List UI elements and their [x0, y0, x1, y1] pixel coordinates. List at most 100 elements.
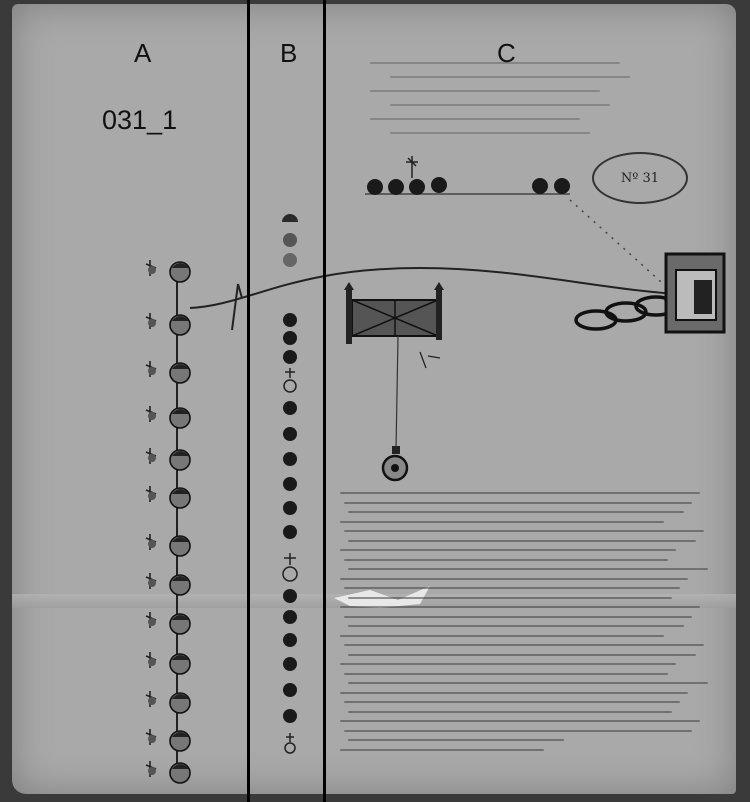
script-line [340, 606, 700, 608]
script-line [344, 615, 692, 618]
dot-icon [283, 452, 297, 466]
connecting-line [189, 266, 691, 309]
glyph-icon [145, 652, 157, 668]
script-line [340, 492, 700, 494]
cross-circle-icon [282, 553, 298, 582]
top-dot-row [365, 156, 570, 195]
script-line [390, 76, 630, 78]
script-line [344, 530, 704, 532]
dot-icon [282, 214, 298, 222]
script-line [340, 720, 700, 722]
script-line [344, 672, 668, 675]
dot-icon [283, 709, 297, 723]
glyph-icon [145, 486, 157, 502]
dot-icon [283, 233, 297, 247]
script-line [344, 701, 680, 703]
script-line [390, 132, 590, 134]
head-icon [169, 574, 191, 596]
script-line [370, 90, 600, 92]
glyph-icon [145, 260, 157, 276]
script-line [344, 644, 704, 646]
cross-circle-icon [284, 733, 296, 754]
gate-icon [344, 282, 444, 344]
dot-icon [283, 589, 297, 603]
dot-icon [283, 313, 297, 327]
script-line [340, 520, 664, 523]
divider-a-b [247, 0, 250, 802]
glyph-icon [145, 761, 157, 777]
head-icons [169, 261, 191, 784]
head-icon [169, 362, 191, 384]
script-line [370, 118, 580, 120]
dot-icon [283, 401, 297, 415]
script-line [340, 634, 664, 637]
script-line [340, 691, 688, 694]
dot-icon [283, 427, 297, 441]
dot-icons [282, 214, 298, 723]
glyph-icon [145, 448, 157, 464]
head-icon [169, 449, 191, 471]
glyph-icon [145, 573, 157, 589]
dot-icon [283, 253, 297, 267]
head-icon [169, 692, 191, 714]
quill-mark [231, 283, 243, 331]
script-line [348, 625, 684, 627]
ink-mark [419, 351, 441, 369]
script-line [348, 539, 696, 542]
archive-stamp: Nº 31 [592, 152, 688, 204]
head-icon [169, 730, 191, 752]
manuscript-page [12, 4, 736, 794]
script-line [344, 587, 680, 589]
script-line [348, 511, 684, 513]
script-line [390, 104, 610, 106]
divider-b-c [323, 0, 326, 802]
head-icon [169, 487, 191, 509]
script-line [348, 710, 672, 713]
script-line [348, 568, 708, 570]
dot-icon [283, 501, 297, 515]
column-label-a: A [134, 38, 152, 68]
stamp-number: Nº 31 [620, 170, 660, 186]
head-icon [169, 535, 191, 557]
script-line [340, 663, 676, 665]
script-line [348, 596, 672, 599]
cross-circle-icon [283, 368, 297, 393]
dot-icon [283, 525, 297, 539]
column-label-b: B [280, 38, 298, 68]
head-icon [169, 762, 191, 784]
glyph-icon [145, 406, 157, 422]
lock-icon [664, 252, 726, 334]
dot-icon [283, 683, 297, 697]
glyph-icons [145, 260, 157, 777]
dot-icon [283, 610, 297, 624]
script-line [348, 739, 564, 741]
glyph-icon [145, 691, 157, 707]
script-line [340, 549, 676, 551]
script-line [348, 653, 696, 656]
script-line [344, 558, 668, 561]
glyph-icon [145, 612, 157, 628]
column-label-c: C [497, 38, 516, 68]
script-line [370, 62, 620, 64]
script-line [340, 748, 544, 751]
document-id: 031_1 [102, 105, 178, 135]
dot-icon [283, 477, 297, 491]
script-line [344, 501, 692, 504]
script-line [340, 577, 688, 580]
glyph-icon [145, 729, 157, 745]
head-icon [169, 314, 191, 336]
dot-icon [283, 657, 297, 671]
pendant-icon [381, 335, 409, 482]
dot-icon [283, 331, 297, 345]
glyph-icon [145, 313, 157, 329]
dot-icon [283, 350, 297, 364]
dotted-line [569, 199, 671, 291]
dot-icon [283, 633, 297, 647]
script-line [344, 729, 692, 732]
glyph-icon [145, 534, 157, 550]
head-icon [169, 653, 191, 675]
head-icon [169, 407, 191, 429]
glyph-icon [145, 361, 157, 377]
head-icon [169, 261, 191, 283]
